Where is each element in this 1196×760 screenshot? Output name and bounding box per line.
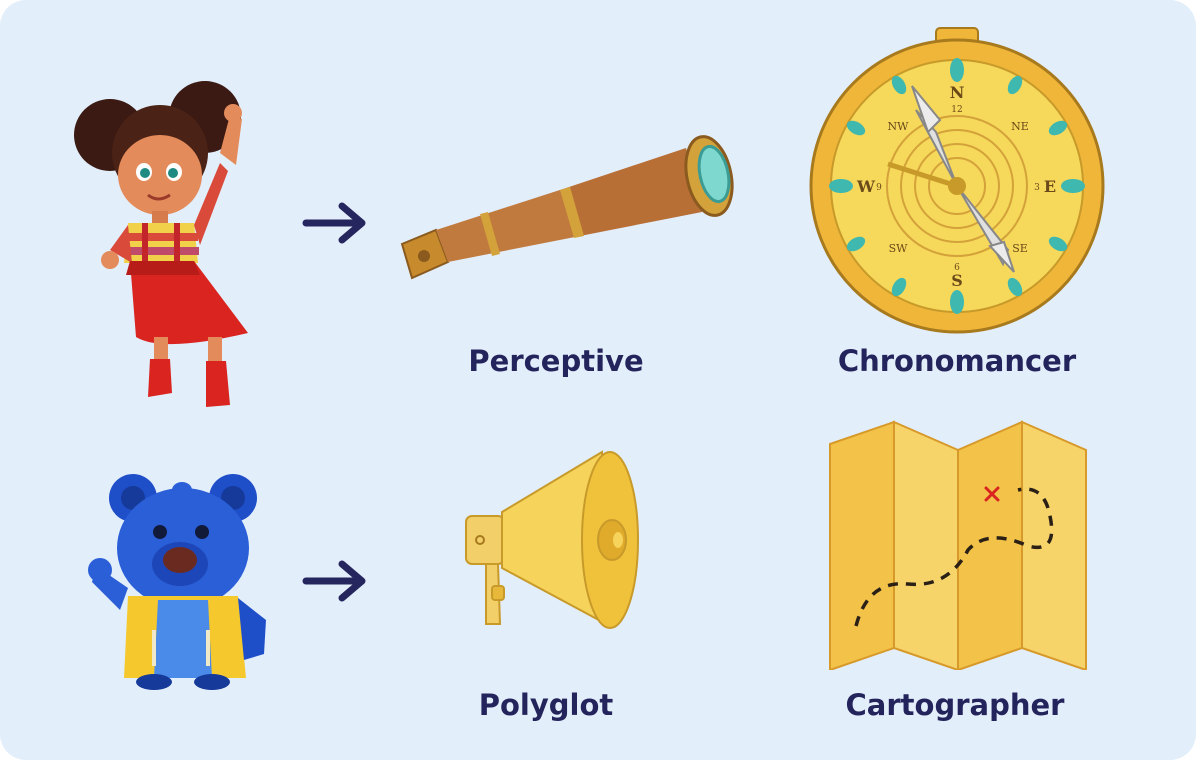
compass-s-label: S	[951, 271, 963, 290]
megaphone-icon	[462, 446, 642, 636]
perceptive-label: Perceptive	[468, 344, 644, 378]
compass-n-label: N	[950, 83, 965, 102]
polyglot-label: Polyglot	[478, 688, 614, 722]
chronomancer-label: Chronomancer	[837, 344, 1077, 378]
compass-nw-label: NW	[888, 120, 910, 133]
telescope-icon	[396, 132, 741, 282]
compass-se-label: SE	[1012, 242, 1028, 255]
compass-12-label: 12	[951, 105, 962, 115]
map-icon	[828, 420, 1090, 670]
compass-9-label: 9	[876, 183, 882, 193]
compass-w-label: W	[856, 177, 876, 196]
cartographer-label: Cartographer	[845, 688, 1065, 722]
compass-ne-label: NE	[1011, 120, 1029, 133]
arrow-right-icon-2	[302, 558, 368, 604]
compass-3-label: 3	[1034, 183, 1040, 193]
girl-character-icon	[70, 75, 255, 415]
compass-6-label: 6	[954, 263, 960, 273]
compass-e-label: E	[1044, 177, 1056, 196]
compass-icon: N 12 S 6 W 9 E 3 NW NE SW SE	[808, 24, 1106, 336]
compass-sw-label: SW	[889, 242, 909, 255]
arrow-right-icon	[302, 200, 368, 246]
bear-character-icon	[88, 470, 273, 690]
